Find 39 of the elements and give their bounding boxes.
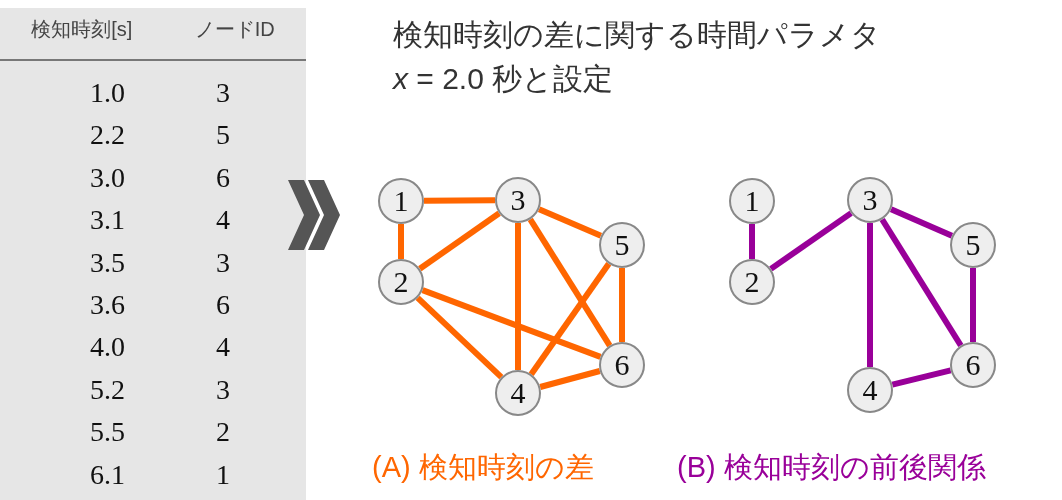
graph-edge <box>749 224 755 259</box>
table-cell-text: 6.1 <box>90 457 125 492</box>
table-cell-text: 5.2 <box>90 372 125 407</box>
graph-edge <box>970 268 976 342</box>
parameter-note: x = 2.0 秒と設定 <box>393 61 614 97</box>
table-cell-text: 3.0 <box>90 160 125 195</box>
table-cell-text: 3 <box>216 372 230 407</box>
graph-caption: (B) 検知時刻の前後関係 <box>677 450 986 485</box>
table-cell-text: 3.6 <box>90 288 125 322</box>
graph-caption: (A) 検知時刻の差 <box>372 450 594 485</box>
graph-edge <box>867 223 873 367</box>
graph-edge <box>398 224 404 259</box>
table-cell-text: 6 <box>216 160 230 195</box>
table-cell-text: 4 <box>216 203 230 238</box>
graph-edge <box>515 223 521 370</box>
table-cell-text: 3 <box>216 245 230 280</box>
table-cell-text: 3.5 <box>90 245 125 280</box>
table-cell-text: 2 <box>216 415 230 450</box>
table-cell-text: 4.0 <box>90 330 125 365</box>
title: 検知時刻の差に関する時間パラメタ <box>393 17 881 53</box>
graph-edge <box>423 197 496 204</box>
graph-edge <box>879 217 964 348</box>
table-cell-text: 5 <box>216 118 230 153</box>
graph-edge <box>619 268 625 342</box>
column-header: ノードID <box>194 17 275 42</box>
table-cell-text: 6 <box>216 288 230 322</box>
table-cell-text: 3.1 <box>90 203 125 238</box>
graph-edge <box>528 262 612 376</box>
graph-edge <box>769 210 853 272</box>
table-cell-text: 5.5 <box>90 415 125 450</box>
graph-edge <box>527 217 613 348</box>
table-cell-text: 3 <box>216 76 230 110</box>
graph-edge <box>415 295 504 380</box>
table-cell-text: 2.2 <box>90 118 125 153</box>
graph-edge <box>418 210 501 272</box>
table-cell-text: 1.0 <box>90 76 125 110</box>
table-cell-text: 1 <box>216 457 230 492</box>
column-header: 検知時刻[s] <box>31 17 133 42</box>
table-cell-text: 4 <box>216 330 230 365</box>
